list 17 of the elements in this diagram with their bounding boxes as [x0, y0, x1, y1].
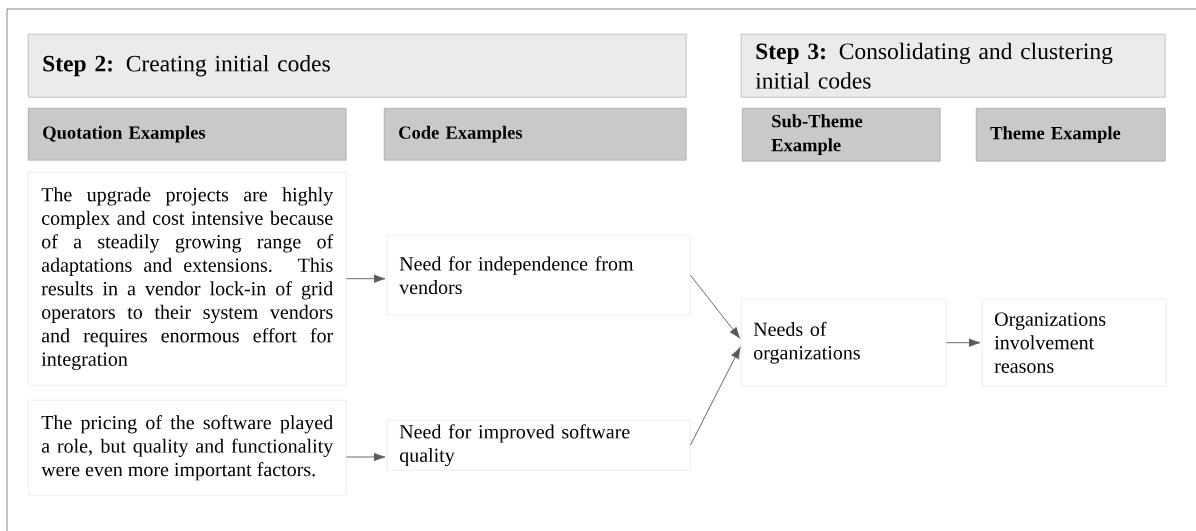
arrow: [689, 347, 741, 446]
arrow: [945, 338, 981, 347]
arrow: [689, 274, 741, 339]
quotation-box: The pricing of the software played a role, but quality and functionality were even more important factors.: [28, 400, 347, 496]
step-header: Step 3: Consolidating and clustering initial codes: [741, 34, 1166, 98]
code-box: Need for independence from vendors: [387, 235, 691, 316]
theme-box: Organizations involvement reasons: [982, 299, 1167, 387]
arrow: [345, 274, 386, 283]
column-header: Sub-Theme Example: [742, 108, 941, 162]
sub-theme-box: Needs of organizations: [741, 299, 947, 387]
step-header: Step 2: Creating initial codes: [28, 34, 687, 98]
arrow: [345, 452, 386, 462]
column-header: Theme Example: [976, 108, 1166, 162]
column-header: Quotation Examples: [28, 108, 347, 161]
column-header: Code Examples: [384, 108, 687, 161]
quotation-box: The upgrade projects are highly complex and cost intensive because of a steadily growing range of adaptations and extensions. This results in a vendor lock-in of grid operators to their system vendors and requires enormous effort for integration: [28, 172, 347, 386]
code-box: Need for improved software quality: [387, 420, 691, 471]
